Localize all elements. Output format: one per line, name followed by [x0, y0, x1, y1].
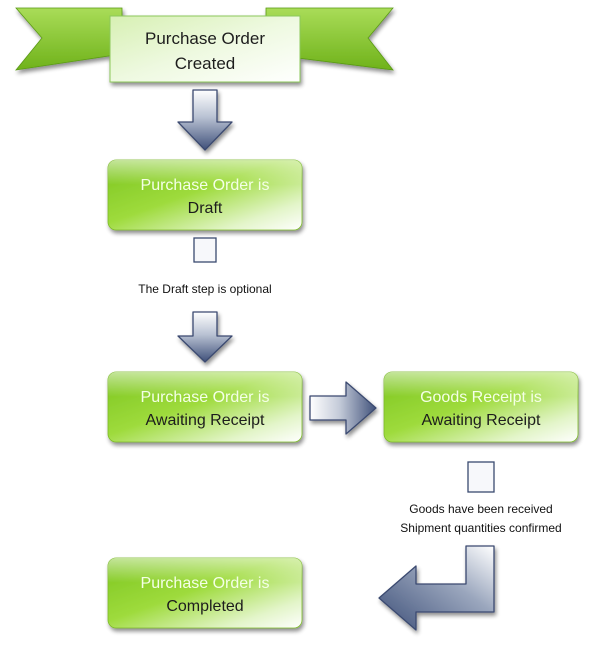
- node-po-completed: [107, 557, 303, 629]
- node-gr-awaiting-receipt: [383, 371, 579, 443]
- arrow-right-1: [309, 381, 377, 435]
- arrow-down-1: [177, 89, 233, 151]
- node-po-awaiting-line1: Purchase Order is: [141, 389, 270, 406]
- node-po-draft-line1: Purchase Order is: [141, 177, 270, 194]
- node-gr-awaiting-line1: Goods Receipt is: [420, 389, 542, 406]
- node-po-awaiting-receipt: [107, 371, 303, 443]
- start-label-line1: Purchase Order: [145, 29, 265, 48]
- arrow-down-2-stem: [193, 237, 217, 263]
- note-goods-received-line1: Goods have been received: [409, 502, 552, 516]
- node-po-completed-line2: Completed: [166, 598, 243, 615]
- arrow-elbow-left: [378, 545, 495, 631]
- node-gr-awaiting-line2: Awaiting Receipt: [422, 412, 541, 429]
- start-label-line2: Created: [175, 54, 235, 73]
- node-po-completed-line1: Purchase Order is: [141, 575, 270, 592]
- note-goods-received-line2: Shipment quantities confirmed: [400, 521, 561, 535]
- node-po-awaiting-line2: Awaiting Receipt: [146, 412, 265, 429]
- start-banner: [15, 7, 394, 83]
- node-po-draft: [107, 159, 303, 231]
- node-po-draft-line2: Draft: [188, 200, 223, 217]
- note-draft-optional: The Draft step is optional: [138, 282, 271, 296]
- arrow-down-2-head: [177, 311, 233, 363]
- arrow-elbow-stem: [467, 461, 495, 493]
- banner-left-wing: [15, 7, 123, 71]
- banner-center: [109, 15, 301, 83]
